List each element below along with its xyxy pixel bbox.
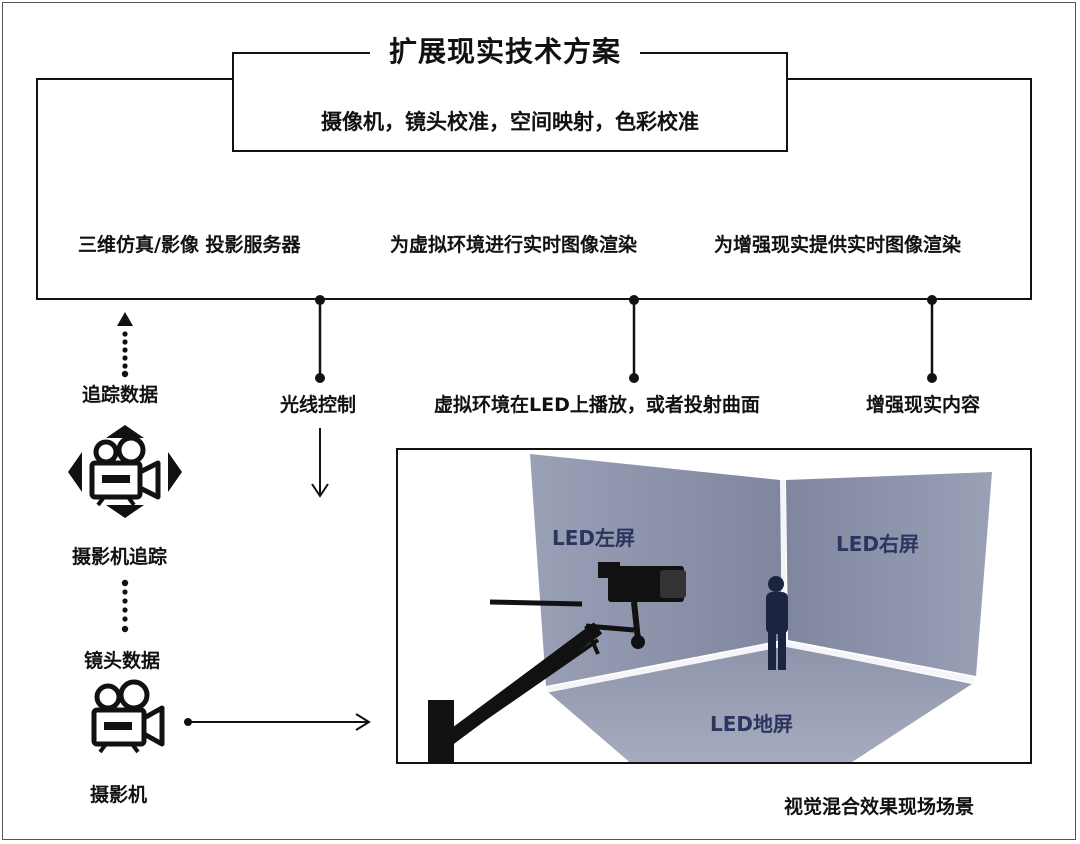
scene-caption: 视觉混合效果现场场景 (784, 796, 975, 818)
movie-camera-icon (91, 679, 165, 754)
server-label: 三维仿真/影像 投影服务器 (78, 234, 301, 256)
tracking-data-dotted-arrow (117, 312, 133, 378)
led-stage-scene: LED左屏 LED右屏 LED地屏 (396, 448, 1032, 764)
tracking-data-label: 追踪数据 (82, 384, 159, 406)
led-right-label: LED右屏 (836, 532, 920, 556)
ar-content-label: 增强现实内容 (866, 394, 981, 416)
led-floor-label: LED地屏 (710, 712, 794, 736)
camera-crane (428, 562, 686, 762)
camera-to-scene-arrow (184, 713, 371, 731)
person-silhouette (766, 576, 788, 670)
virtual-env-connector (629, 295, 639, 383)
ar-render-label: 为增强现实提供实时图像渲染 (714, 234, 962, 256)
virtual-render-label: 为虚拟环境进行实时图像渲染 (390, 234, 638, 256)
camera-tracking-label: 摄影机追踪 (72, 546, 168, 568)
led-right-panel (786, 472, 992, 676)
camera-label: 摄影机 (90, 784, 148, 806)
lens-data-dotted-line (121, 579, 129, 633)
camera-tracking-icon (68, 425, 182, 518)
calibration-subtitle: 摄像机，镜头校准，空间映射，色彩校准 (321, 110, 699, 134)
ar-content-connector (927, 295, 937, 383)
led-stage-illustration (428, 454, 992, 762)
light-control-label: 光线控制 (280, 394, 357, 416)
lens-data-label: 镜头数据 (84, 650, 161, 672)
light-control-arrow (311, 428, 329, 498)
light-control-connector (315, 295, 325, 383)
diagram-title: 扩展现实技术方案 (370, 30, 640, 74)
led-floor-panel (548, 646, 972, 762)
virtual-env-label: 虚拟环境在LED上播放，或者投射曲面 (434, 394, 760, 416)
led-left-label: LED左屏 (552, 526, 636, 550)
